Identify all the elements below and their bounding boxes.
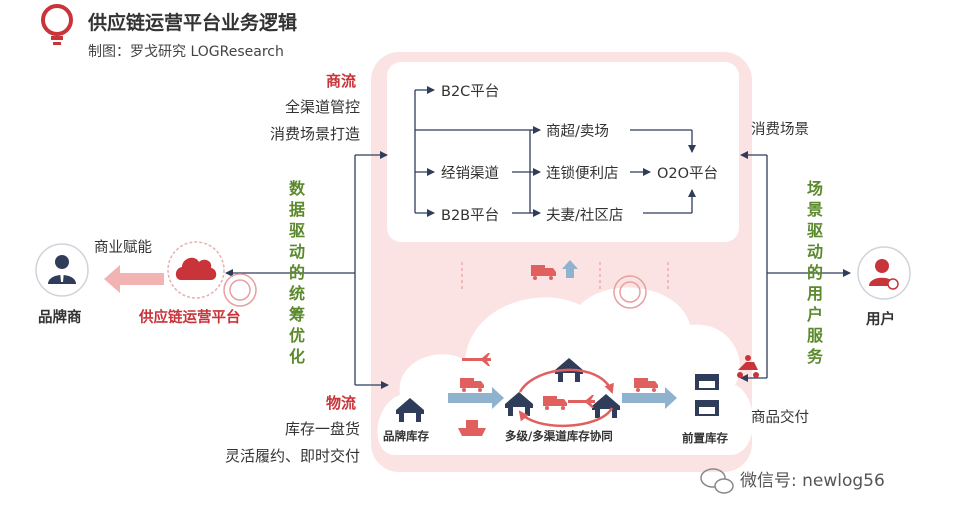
channel-distribution: 经销渠道 (441, 166, 499, 182)
wechat-id-label: 微信号: newlog56 (740, 471, 885, 491)
truck-upload-icon (531, 260, 578, 280)
commerce-flow-line2: 消费场景打造 (269, 125, 360, 143)
brand-warehouse-icon (396, 398, 424, 422)
wechat-icon (700, 468, 734, 494)
channel-b2c: B2C平台 (441, 84, 500, 100)
front-store-icon (695, 374, 719, 416)
consumption-scene-label: 消费场景 (751, 122, 809, 138)
truck-icon-3 (634, 378, 658, 392)
scene-driven-label: 场景驱 动的用 户服务 (806, 179, 823, 366)
truck-icon-2 (543, 396, 567, 410)
data-driven-label: 数据驱 动的统 筹优化 (288, 179, 305, 366)
commerce-flow-heading: 商流 (326, 72, 357, 90)
logistics-flow-line2: 灵活履约、即时交付 (224, 447, 360, 465)
brand-avatar-icon (35, 243, 89, 297)
channel-supermarket: 商超/卖场 (546, 124, 609, 140)
channel-b2b: B2B平台 (441, 208, 500, 224)
brand-empower-label: 商业赋能 (94, 240, 152, 256)
channel-mom-pop-store: 夫妻/社区店 (546, 208, 624, 224)
brand-inventory-label: 品牌库存 (383, 429, 429, 443)
plane-icon (462, 353, 491, 366)
platform-label: 供应链运营平台 (139, 310, 241, 326)
goods-delivery-label: 商品交付 (751, 410, 809, 426)
logistics-flow-heading: 物流 (326, 394, 357, 412)
channel-chain-store: 连锁便利店 (546, 166, 619, 182)
brand-label: 品牌商 (38, 310, 82, 326)
logistics-flow-line1: 库存一盘货 (284, 420, 360, 438)
logr-watermark-icon (223, 273, 647, 309)
front-inventory-label: 前置库存 (682, 431, 728, 445)
page-title: 供应链运营平台业务逻辑 (88, 12, 298, 34)
lightbulb-icon (41, 4, 73, 45)
commerce-flow-line1: 全渠道管控 (284, 98, 360, 116)
truck-icon-1 (460, 378, 484, 392)
channel-o2o: O2O平台 (657, 166, 719, 182)
multi-level-inventory-label: 多级/多渠道库存协同 (505, 429, 613, 443)
user-avatar-icon (857, 246, 911, 300)
ship-icon (458, 420, 486, 436)
user-label: 用户 (866, 312, 895, 328)
channel-box (387, 62, 739, 242)
plane-icon-2 (568, 395, 595, 408)
delivery-scooter-icon (737, 355, 759, 378)
platform-cloud-icon (167, 241, 225, 299)
page-subtitle: 制图：罗戈研究 LOGResearch (88, 44, 284, 60)
